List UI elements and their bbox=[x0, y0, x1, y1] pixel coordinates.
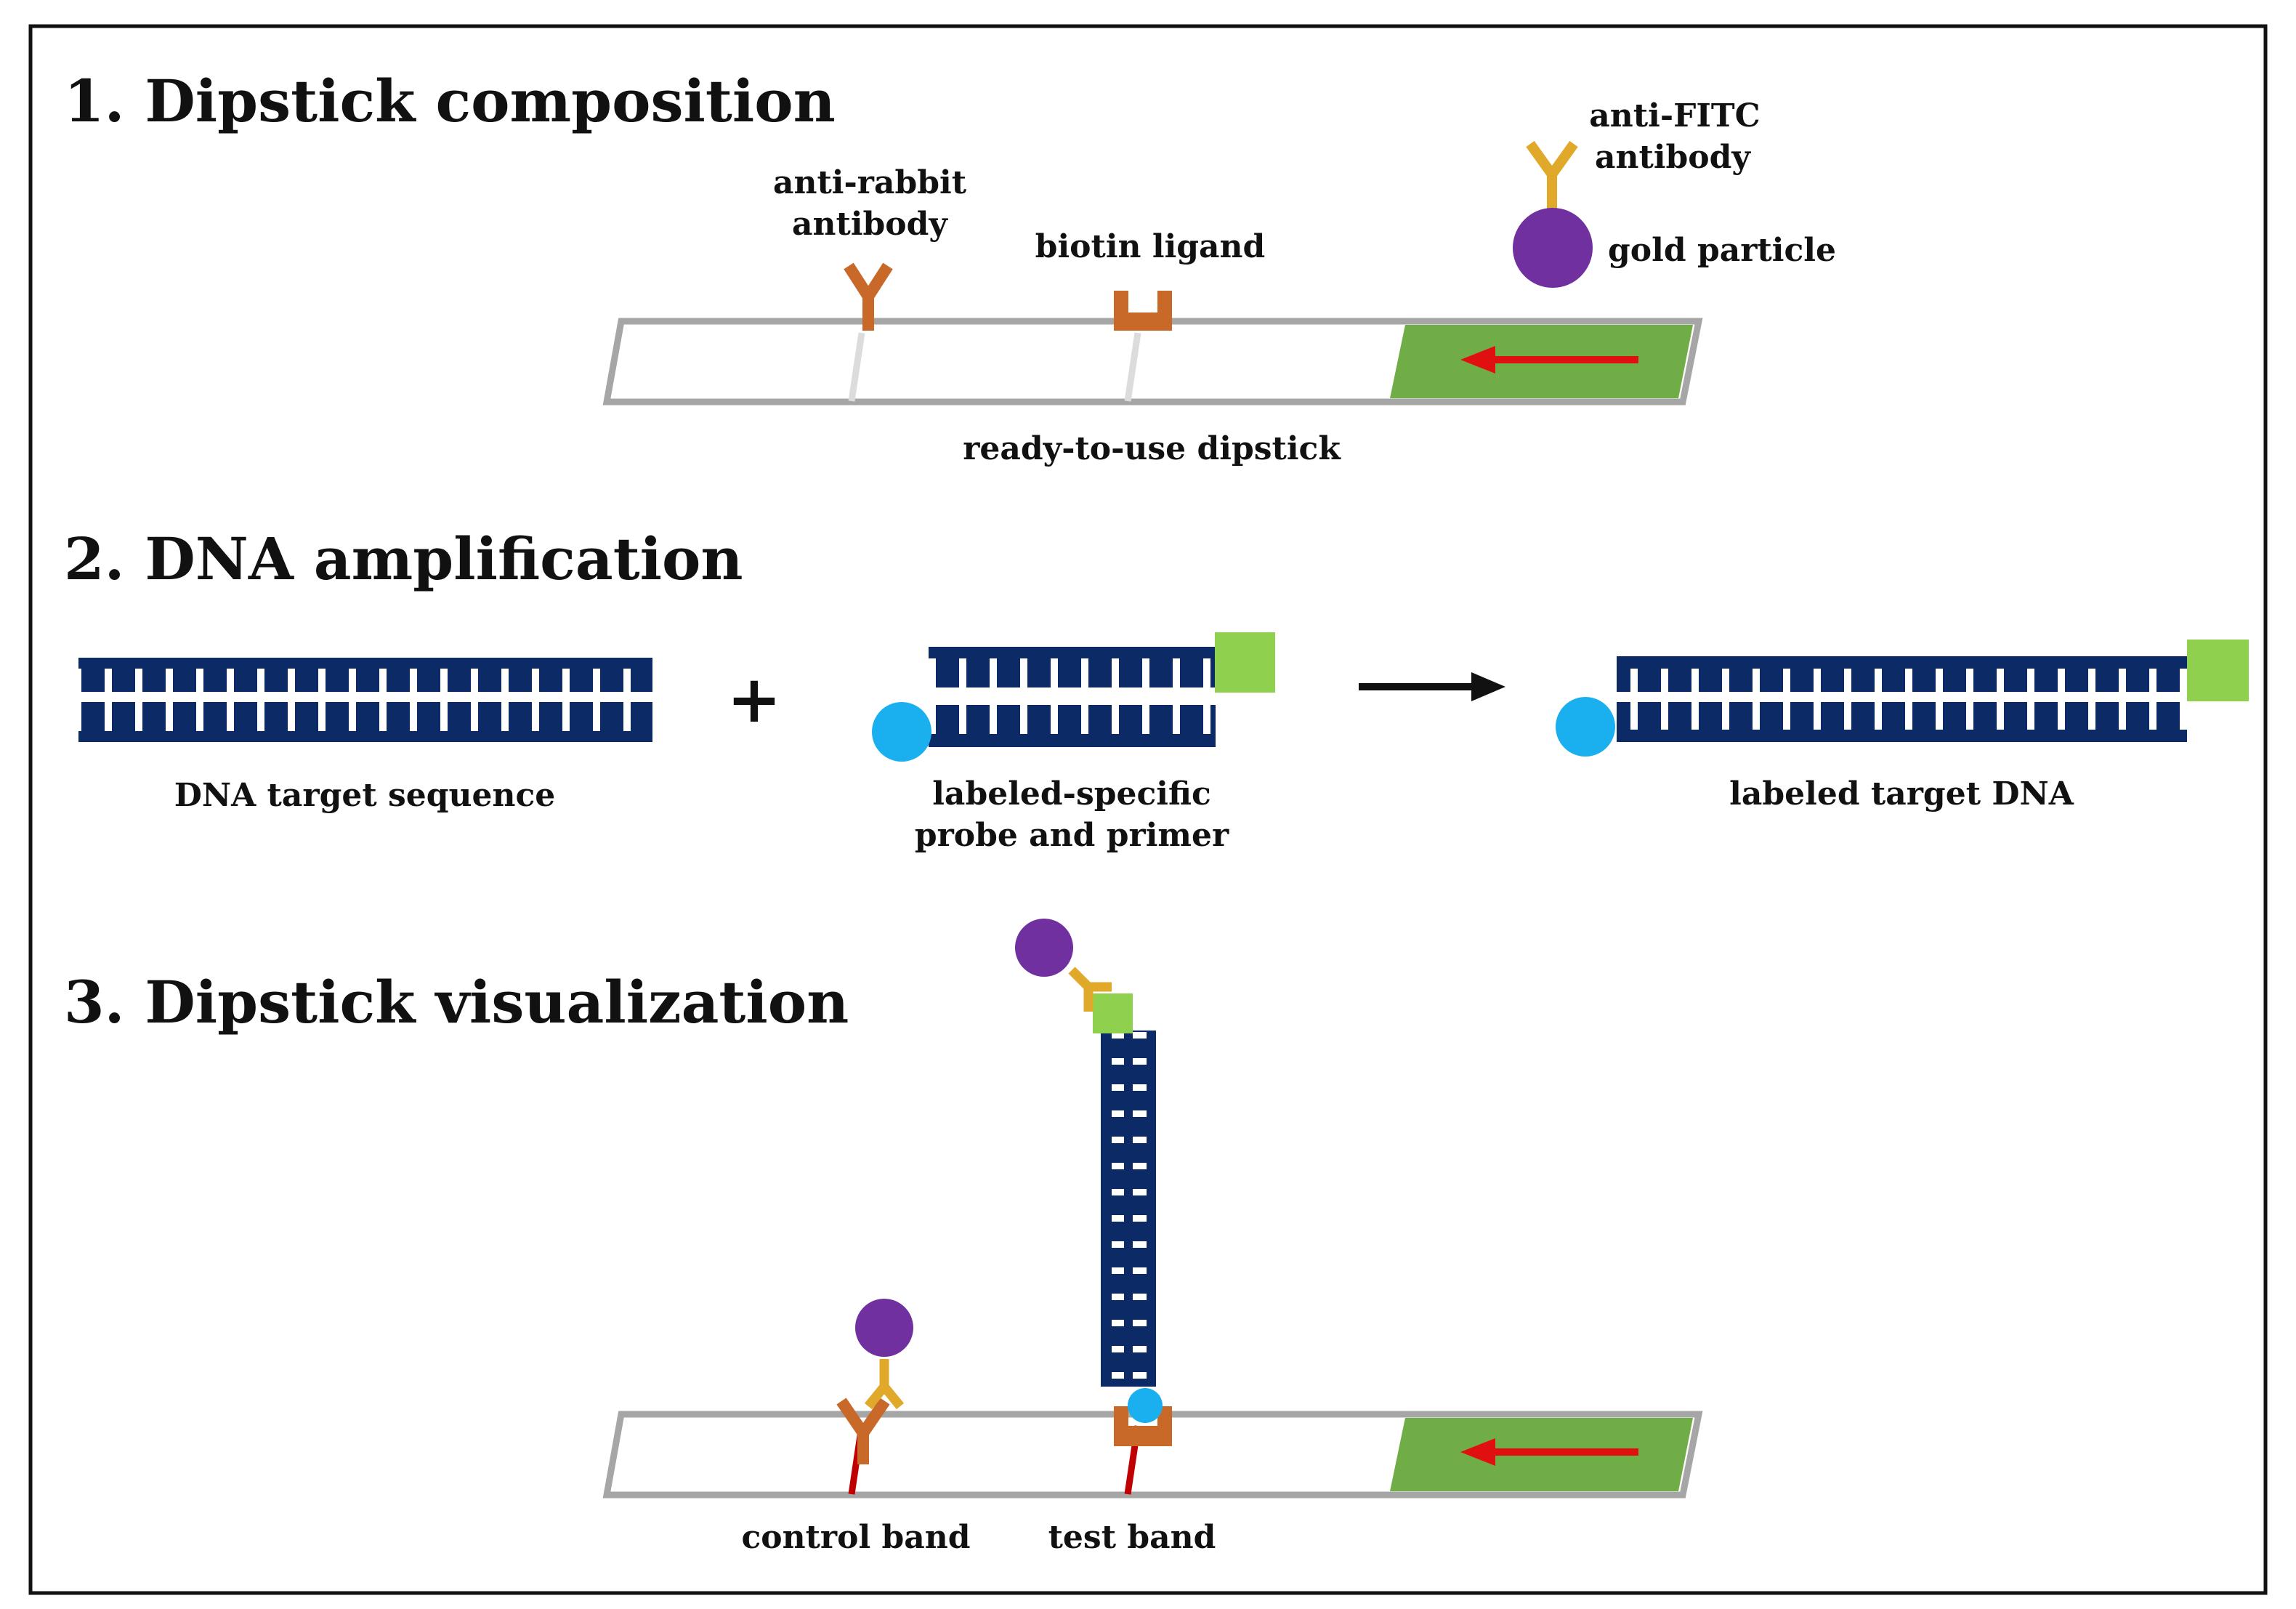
dipstick-result bbox=[602, 1411, 1703, 1499]
biotin-label-icon bbox=[872, 702, 931, 762]
biotin-ligand-icon bbox=[1114, 291, 1172, 331]
labeled-target-label: labeled target DNA bbox=[1729, 775, 2074, 812]
anti-fitc-label-line1: anti-FITC bbox=[1589, 97, 1760, 134]
dna-target-label: DNA target sequence bbox=[174, 777, 556, 814]
flow-arrow-icon bbox=[1460, 1438, 1638, 1466]
biotin-label-icon bbox=[1128, 1388, 1163, 1423]
anti-fitc-label-line2: antibody bbox=[1595, 139, 1751, 176]
anti-fitc-antibody-icon bbox=[1526, 140, 1578, 209]
gold-particle-icon bbox=[855, 1299, 913, 1357]
biotin-label-icon bbox=[1556, 697, 1615, 757]
section-title-amplification: 2. DNA amplification bbox=[64, 525, 743, 593]
gold-particle-label: gold particle bbox=[1608, 232, 1836, 269]
labeled-target-dna bbox=[1556, 640, 2249, 757]
section-title-composition: 1. Dipstick composition bbox=[64, 67, 836, 135]
test-line-blank bbox=[1124, 332, 1141, 402]
anti-rabbit-label-line1: anti-rabbit bbox=[773, 164, 967, 201]
antibody-icon bbox=[836, 1398, 890, 1464]
gold-particle-icon bbox=[1513, 208, 1593, 288]
biotin-ligand-label: biotin ligand bbox=[1035, 228, 1266, 265]
probe-label-line2: probe and primer bbox=[915, 817, 1229, 854]
gold-particle-icon bbox=[1015, 919, 1073, 977]
fitc-label-icon bbox=[1093, 993, 1133, 1033]
anti-rabbit-label-line2: antibody bbox=[792, 206, 948, 243]
control-line-blank bbox=[848, 332, 865, 402]
flow-arrow-icon bbox=[1460, 346, 1638, 374]
antibody-icon bbox=[844, 262, 893, 331]
anti-fitc-antibody-icon bbox=[1068, 967, 1112, 1012]
reaction-arrow-icon bbox=[1359, 672, 1505, 701]
figure-frame bbox=[28, 24, 2268, 1595]
dna-target-sequence bbox=[78, 658, 652, 742]
probe-label-line1: labeled-specific bbox=[932, 775, 1211, 812]
fitc-label-icon bbox=[2187, 640, 2249, 701]
ready-dipstick-label: ready-to-use dipstick bbox=[963, 430, 1341, 467]
test-band-label: test band bbox=[1048, 1519, 1216, 1556]
fitc-label-icon bbox=[1215, 632, 1275, 693]
section-title-visualization: 3. Dipstick visualization bbox=[64, 968, 849, 1036]
anti-fitc-antibody-icon bbox=[864, 1359, 905, 1410]
dipstick-ready bbox=[602, 318, 1703, 406]
plus-sign: + bbox=[727, 661, 781, 738]
bound-labeled-dna bbox=[1101, 1031, 1156, 1387]
control-band-label: control band bbox=[741, 1519, 970, 1556]
labeled-probe-primer bbox=[872, 632, 1275, 762]
